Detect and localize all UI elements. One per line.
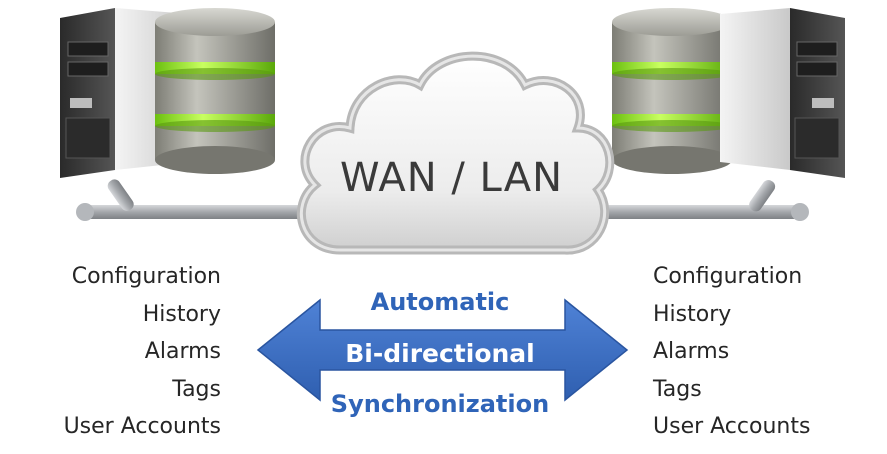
sync-label-automatic: Automatic xyxy=(370,288,510,316)
list-item: User Accounts xyxy=(653,414,811,439)
list-item: Tags xyxy=(172,376,221,402)
sync-label-bidirectional: Bi-directional xyxy=(345,339,535,368)
list-item: Tags xyxy=(653,376,702,402)
list-item: Configuration xyxy=(71,264,221,289)
left-database-icon xyxy=(155,8,275,174)
list-item: History xyxy=(653,301,732,327)
list-item: User Accounts xyxy=(63,414,221,439)
right-database-icon xyxy=(612,8,732,174)
bidirectional-arrow-icon xyxy=(256,298,629,402)
list-item: Alarms xyxy=(144,339,221,364)
sync-label-synchronization: Synchronization xyxy=(330,390,550,418)
right-sync-list: Configuration History Alarms Tags User A… xyxy=(653,258,810,446)
list-item: History xyxy=(142,301,221,327)
list-item: Configuration xyxy=(653,264,803,289)
cloud-label: WAN / LAN xyxy=(340,155,564,201)
left-sync-list: Configuration History Alarms Tags User A… xyxy=(64,258,221,446)
list-item: Alarms xyxy=(653,339,730,364)
right-server-icon xyxy=(720,8,845,178)
cloud-shape xyxy=(296,51,615,255)
